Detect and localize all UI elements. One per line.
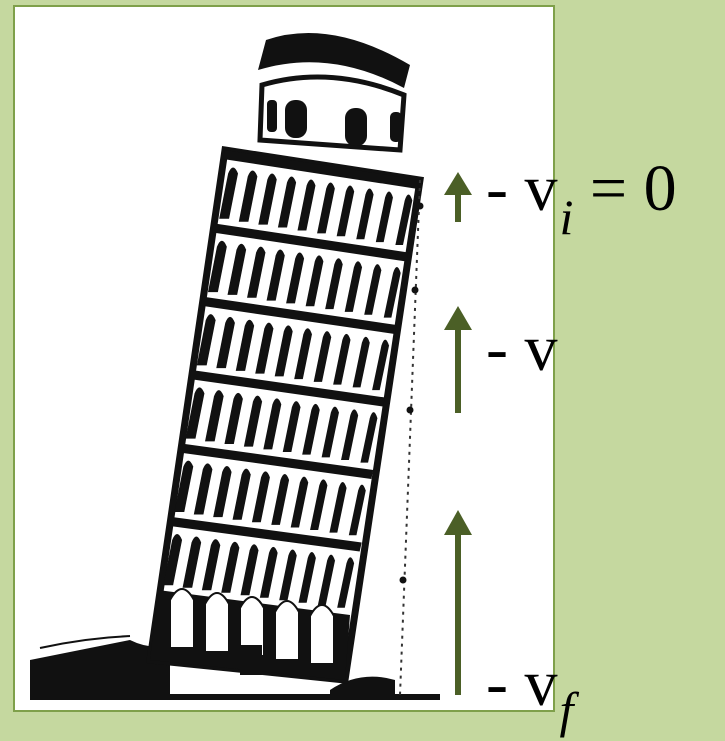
falling-object-position-2 <box>411 286 419 294</box>
falling-object-position-1 <box>416 202 424 210</box>
tower-icon <box>30 32 440 700</box>
label-middle-prefix: - v <box>486 312 557 385</box>
label-initial-prefix: - v <box>486 152 557 225</box>
falling-object-position-4 <box>399 576 407 584</box>
velocity-arrow-middle <box>444 306 472 413</box>
label-initial-subscript: i <box>559 189 573 245</box>
label-final-velocity: - vf <box>486 647 579 738</box>
label-middle-velocity: - v <box>486 312 557 385</box>
label-initial-suffix: = 0 <box>573 152 676 225</box>
label-final-prefix: - v <box>486 647 557 720</box>
fall-path-line <box>399 179 421 696</box>
falling-object-position-3 <box>406 406 414 414</box>
velocity-arrow-final <box>444 510 472 695</box>
label-final-subscript: f <box>559 682 579 738</box>
velocity-arrow-initial <box>444 172 472 222</box>
label-initial-velocity: - vi = 0 <box>486 152 677 245</box>
